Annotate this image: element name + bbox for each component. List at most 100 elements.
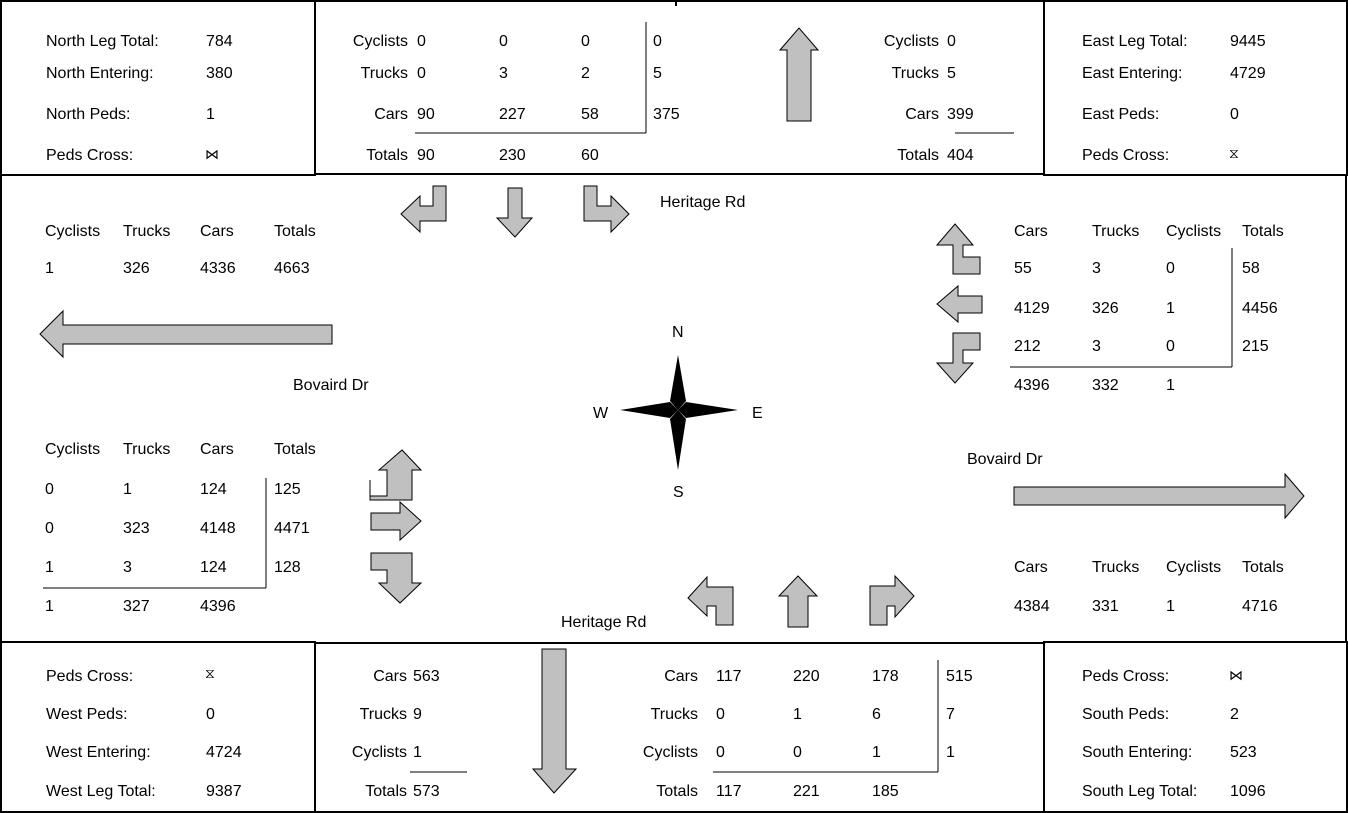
east-exiting-cell: 4384 xyxy=(1014,598,1050,615)
east-leg-total-value: 9445 xyxy=(1230,33,1266,50)
west-entering-cell: 124 xyxy=(200,559,227,576)
south-peds-value: 2 xyxy=(1230,706,1239,723)
south-leg-total-label: South Leg Total: xyxy=(1082,783,1198,800)
east-left-turn-arrow xyxy=(935,332,981,384)
south-right-turn-arrow xyxy=(869,574,915,626)
north-entering-row-label: Trucks xyxy=(360,65,408,82)
east-right-turn-arrow xyxy=(935,223,981,275)
east-entering-cell: 4396 xyxy=(1014,377,1050,394)
north-left-turn-arrow xyxy=(583,185,630,234)
west-entering-cell: 124 xyxy=(200,481,227,498)
hourglass-icon: ⧖ xyxy=(205,665,215,681)
west-entering-value: 4724 xyxy=(206,744,242,761)
west-entering-cell: 1 xyxy=(123,481,132,498)
west-entering-header: Cyclists xyxy=(45,441,101,458)
north-entering-cell: 3 xyxy=(499,65,508,82)
west-entering-cell: 0 xyxy=(45,520,54,537)
east-entering-cell: 1 xyxy=(1166,377,1175,394)
east-through-arrow xyxy=(936,284,983,324)
west-exiting-cell: 4663 xyxy=(274,260,310,277)
south-entering-cell: 515 xyxy=(946,668,973,685)
east-entering-cell: 0 xyxy=(1166,338,1175,355)
east-entering-cell: 1 xyxy=(1166,300,1175,317)
east-exiting-header: Totals xyxy=(1242,559,1284,576)
north-entering-cell: 90 xyxy=(417,147,435,164)
west-entering-label: West Entering: xyxy=(46,744,151,761)
west-entering-cell: 125 xyxy=(274,481,301,498)
east-entering-header: Cars xyxy=(1014,223,1048,240)
south-exiting-row-label: Totals xyxy=(365,783,407,800)
north-leg-total-value: 784 xyxy=(206,33,233,50)
south-exit-arrow xyxy=(531,648,578,794)
east-summary-box xyxy=(1043,0,1348,176)
east-exiting-header: Cyclists xyxy=(1166,559,1222,576)
north-right-turn-arrow xyxy=(400,185,447,234)
south-entering-cell: 1 xyxy=(872,744,881,761)
north-exiting-cell: 399 xyxy=(947,106,974,123)
south-entering-cell: 117 xyxy=(716,668,742,685)
street-label-bovaird-west: Bovaird Dr xyxy=(293,377,369,394)
bowtie-icon: ⋈ xyxy=(205,146,219,162)
north-exiting-cell: 5 xyxy=(947,65,956,82)
east-entering-cell: 58 xyxy=(1242,260,1260,277)
south-exiting-cell: 9 xyxy=(413,706,422,723)
east-exit-arrow xyxy=(1013,472,1305,520)
north-entering-cell: 230 xyxy=(499,147,526,164)
north-peds-value: 1 xyxy=(206,106,215,123)
north-exiting-cell: 404 xyxy=(947,147,974,164)
north-entering-cell: 0 xyxy=(581,33,590,50)
north-exiting-cell: 0 xyxy=(947,33,956,50)
west-entering-header: Cars xyxy=(200,441,234,458)
west-entering-cell: 323 xyxy=(123,520,150,537)
south-peds-cross-label: Peds Cross: xyxy=(1082,668,1170,685)
west-right-turn-arrow xyxy=(370,552,423,604)
north-exiting-row-label: Trucks xyxy=(891,65,939,82)
north-entering-cell: 0 xyxy=(499,33,508,50)
east-entering-header: Cyclists xyxy=(1166,223,1222,240)
west-entering-cell: 4148 xyxy=(200,520,236,537)
west-entering-cell: 1 xyxy=(45,559,54,576)
north-entering-cell: 0 xyxy=(653,33,662,50)
south-entering-cell: 7 xyxy=(946,706,955,723)
south-exiting-row-label: Cars xyxy=(373,668,407,685)
east-peds-cross-label: Peds Cross: xyxy=(1082,147,1170,164)
west-entering-cell: 1 xyxy=(45,598,54,615)
compass-s: S xyxy=(673,484,684,501)
east-entering-cell: 332 xyxy=(1092,377,1119,394)
south-entering-cell: 0 xyxy=(716,706,725,723)
compass-w: W xyxy=(593,405,609,422)
south-entering-row-label: Totals xyxy=(656,783,698,800)
east-entering-cell: 4129 xyxy=(1014,300,1050,317)
south-entering-cell: 117 xyxy=(716,783,742,800)
east-entering-cell: 326 xyxy=(1092,300,1119,317)
north-exit-arrow xyxy=(778,27,820,122)
east-entering-cell: 212 xyxy=(1014,338,1041,355)
north-entering-row-label: Totals xyxy=(366,147,408,164)
west-exiting-header: Trucks xyxy=(123,223,171,240)
south-entering-value: 523 xyxy=(1230,744,1257,761)
south-entering-row-label: Cyclists xyxy=(642,744,698,761)
west-entering-cell: 3 xyxy=(123,559,132,576)
south-exiting-row-label: Cyclists xyxy=(351,744,407,761)
east-entering-header: Totals xyxy=(1242,223,1284,240)
north-exiting-row-label: Cars xyxy=(905,106,939,123)
south-entering-cell: 1 xyxy=(946,744,955,761)
north-entering-row-label: Cyclists xyxy=(352,33,408,50)
west-left-turn-arrow xyxy=(369,449,423,501)
south-leg-total-value: 1096 xyxy=(1230,783,1266,800)
compass-e: E xyxy=(752,405,763,422)
west-exit-arrow xyxy=(39,309,333,359)
north-peds-cross-label: Peds Cross: xyxy=(46,147,134,164)
north-leg-total-label: North Leg Total: xyxy=(46,33,159,50)
south-entering-label: South Entering: xyxy=(1082,744,1193,761)
south-entering-cell: 185 xyxy=(872,783,899,800)
west-entering-cell: 327 xyxy=(123,598,150,615)
east-entering-cell: 55 xyxy=(1014,260,1032,277)
compass-n: N xyxy=(672,324,684,341)
north-entering-cell: 2 xyxy=(581,65,590,82)
north-entering-cell: 5 xyxy=(653,65,662,82)
south-summary-box xyxy=(1043,641,1348,813)
west-exiting-header: Cyclists xyxy=(45,223,101,240)
south-entering-row-label: Trucks xyxy=(650,706,698,723)
